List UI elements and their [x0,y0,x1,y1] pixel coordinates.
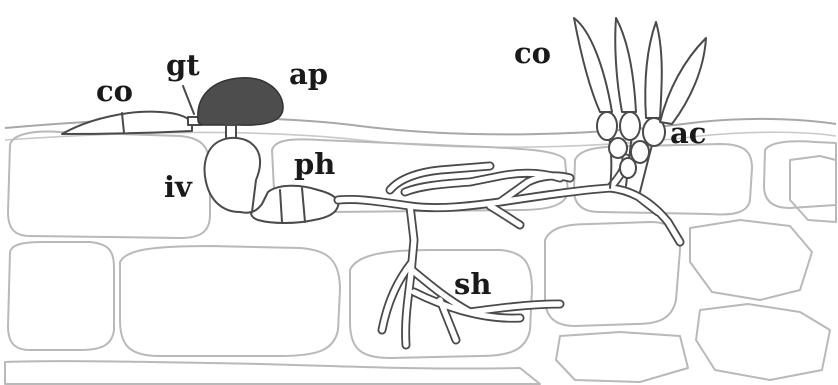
acervulus-cell [597,112,617,140]
mesophyll-cell [790,156,836,222]
conidium-right [660,38,706,124]
label-conidium-right: co [514,36,551,70]
label-primary-hypha: ph [294,147,335,181]
label-secondary-hypha: sh [454,267,491,301]
acervulus-group [574,18,706,192]
acervulus-cell [609,138,627,158]
mesophyll-cell [5,361,540,384]
acervulus-cell [620,158,636,178]
label-acervulus: ac [670,116,706,150]
conidium-right [574,18,612,112]
mesophyll-cell [690,220,812,300]
mesophyll-cell [8,242,114,350]
conidium-right [645,22,661,118]
epidermal-cell [574,144,752,214]
mesophyll-cell [696,304,830,380]
epidermal-cell [764,141,836,208]
labels: co gt ap iv ph sh co ac [96,36,706,301]
label-infection-vesicle: iv [164,170,193,204]
mesophyll-cell [120,246,340,356]
germ-tube-pointer [183,86,194,114]
conidium-right [615,18,636,112]
label-conidium-left: co [96,74,133,108]
acervulus-cell [620,112,640,140]
label-appressorium: ap [289,57,328,91]
appressorium [198,78,283,125]
mesophyll-cell [545,222,680,326]
plant-tissue [5,118,836,384]
mesophyll-cell [556,332,688,382]
label-germ-tube: gt [166,48,200,82]
